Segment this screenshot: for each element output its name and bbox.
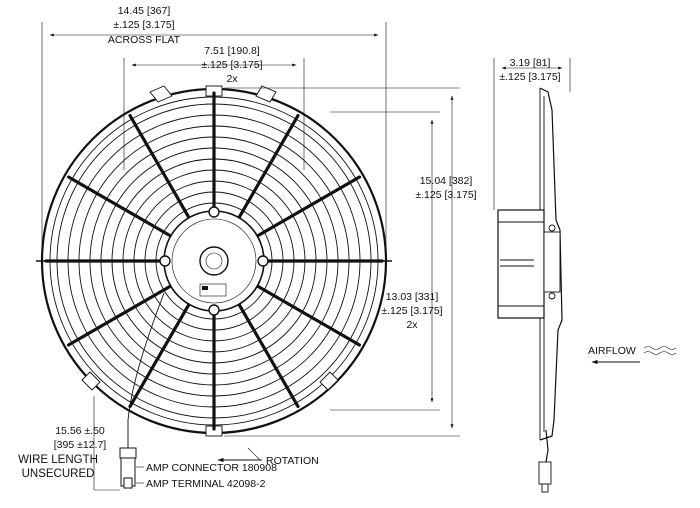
amp-terminal-label: AMP TERMINAL 42098-2 [146, 478, 266, 490]
wire-length-metric: [395 ±12.7] [54, 439, 107, 451]
wire-lead [127, 292, 165, 448]
side-connector [538, 461, 552, 485]
mount-span-tol: ±.125 [3.175] [201, 59, 262, 71]
wire-unsecured-label: UNSECURED [22, 468, 95, 480]
across-flat-value: 14.45 [367] [118, 5, 171, 17]
guard-rib [128, 113, 191, 220]
guard-rib [255, 175, 362, 238]
front-view [36, 85, 392, 489]
overall-height-value: 15.04 [382] [420, 175, 473, 187]
motor-shaft-center [205, 252, 223, 270]
depth-tol: ±.125 [3.175] [499, 71, 560, 83]
dimension-lines [41, 22, 677, 491]
motor-label-logo [202, 286, 208, 290]
dimension-text: 14.45 [367] ±.125 [3.175] ACROSS FLAT 7.… [18, 5, 561, 480]
across-flat-note: ACROSS FLAT [108, 34, 181, 46]
motor-body-side [497, 209, 545, 319]
across-flat-tol: ±.125 [3.175] [113, 19, 174, 31]
mount-height-count: 2x [406, 319, 418, 331]
mount-span-value: 7.51 [190.8] [204, 45, 260, 57]
motor-hub-inner [171, 218, 257, 304]
overall-height-tol: ±.125 [3.175] [415, 189, 476, 201]
guard-rib [237, 302, 300, 409]
wire-length-label: WIRE LENGTH [18, 454, 98, 466]
guard-rib [237, 113, 300, 220]
callout-text: AMP CONNECTOR 180908 AMP TERMINAL 42098-… [146, 345, 636, 490]
guard-rib [255, 284, 362, 347]
mount-height-value: 13.03 [331] [386, 291, 439, 303]
guard-rib [66, 284, 173, 347]
motor-shaft [199, 246, 229, 276]
mount-span-count: 2x [226, 73, 238, 85]
guard-rib [66, 175, 173, 238]
airflow-label: AIRFLOW [588, 345, 636, 357]
mount-height-tol: ±.125 [3.175] [381, 305, 442, 317]
guard-rib [128, 302, 191, 409]
shroud-tabs [81, 85, 339, 437]
depth-value: 3.19 [81] [510, 57, 551, 69]
wire-length-value: 15.56 ±.50 [55, 425, 105, 437]
mount-holes [159, 206, 269, 316]
rotation-label: ROTATION [266, 455, 319, 467]
amp-connector-icon [119, 447, 137, 489]
amp-connector-label: AMP CONNECTOR 180908 [146, 462, 277, 474]
side-view [497, 87, 563, 493]
